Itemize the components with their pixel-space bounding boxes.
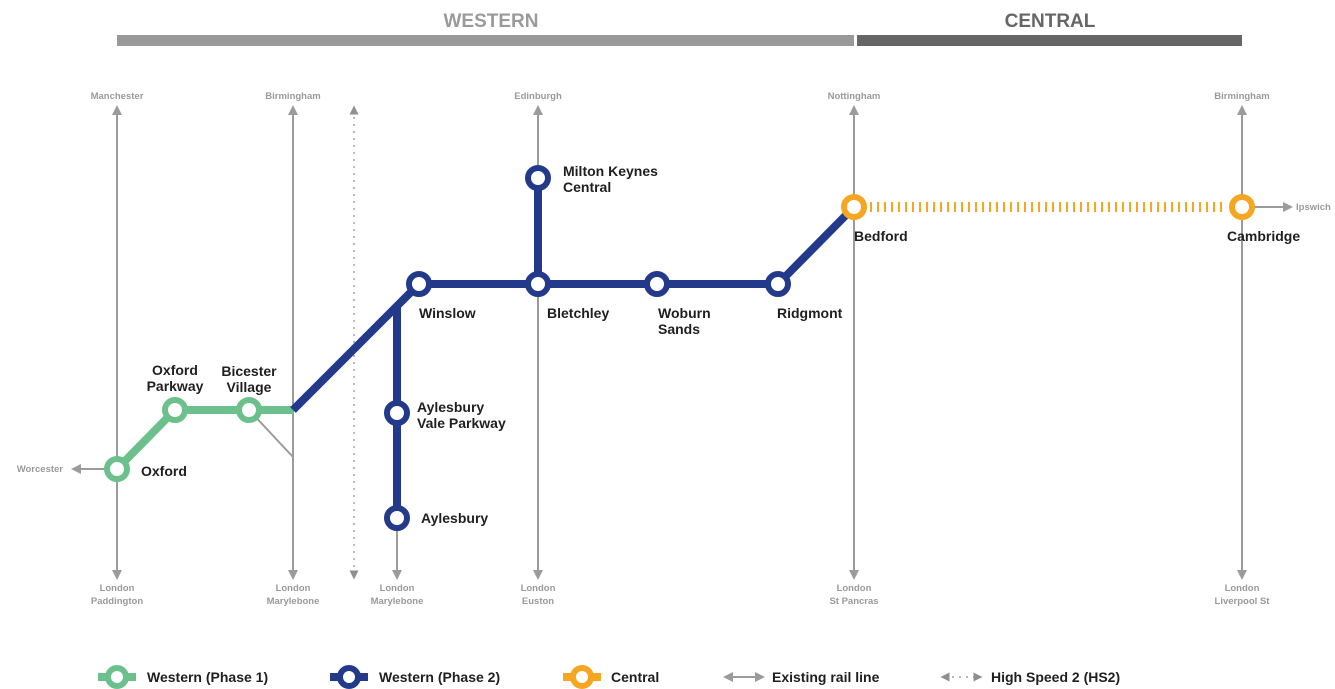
station-label-aylesbury-vale-parkway-2: Vale Parkway (417, 415, 506, 431)
existing-rail-lines (71, 105, 1293, 580)
station-label-cambridge: Cambridge (1227, 228, 1300, 244)
station-marker-oxford-parkway[interactable] (162, 397, 188, 423)
station-marker-oxford[interactable] (104, 456, 130, 482)
legend-item-western-phase1: Western (Phase 1) (98, 665, 268, 689)
station-labels: Oxford Oxford Parkway Bicester Village W… (141, 163, 1300, 526)
label-london-st-pancras-1: London (837, 583, 872, 594)
legend-label-existing-rail: Existing rail line (772, 669, 880, 685)
station-marker-cambridge[interactable] (1229, 194, 1255, 220)
section-bar-central (857, 35, 1242, 46)
label-london-marylebone-b2: Marylebone (371, 596, 424, 607)
station-label-bedford: Bedford (854, 228, 908, 244)
station-label-aylesbury: Aylesbury (421, 510, 488, 526)
legend-item-existing-rail: Existing rail line (723, 669, 880, 685)
label-edinburgh: Edinburgh (514, 91, 562, 102)
section-bar-western (117, 35, 854, 46)
legend-label-western-phase1: Western (Phase 1) (147, 669, 268, 685)
station-marker-aylesbury-vale-parkway[interactable] (384, 400, 410, 426)
label-london-paddington-1: London (100, 583, 135, 594)
station-label-woburn-sands-1: Woburn (658, 305, 711, 321)
legend-swatch-circle (570, 665, 594, 689)
legend-item-hs2: High Speed 2 (HS2) (940, 669, 1120, 685)
legend-swatch-circle (337, 665, 361, 689)
western-phase1-line (114, 406, 293, 472)
legend: Western (Phase 1) Western (Phase 2) Cent… (98, 665, 1120, 689)
station-label-woburn-sands-2: Sands (658, 321, 700, 337)
label-london-marylebone-b1: London (380, 583, 415, 594)
station-label-milton-keynes-central-2: Central (563, 179, 611, 195)
existing-line-labels: Manchester London Paddington Birmingham … (17, 91, 1331, 607)
legend-swatch-circle (105, 665, 129, 689)
station-label-oxford-parkway-1: Oxford (152, 362, 198, 378)
legend-label-hs2: High Speed 2 (HS2) (991, 669, 1120, 685)
label-london-st-pancras-2: St Pancras (829, 596, 878, 607)
label-london-liverpool-st-1: London (1225, 583, 1260, 594)
legend-label-western-phase2: Western (Phase 2) (379, 669, 500, 685)
label-birmingham-east: Birmingham (1214, 91, 1269, 102)
station-marker-aylesbury[interactable] (384, 505, 410, 531)
western-phase2-lines (290, 178, 857, 518)
label-birmingham-west: Birmingham (265, 91, 320, 102)
label-ipswich: Ipswich (1296, 202, 1331, 213)
label-london-euston-2: Euston (522, 596, 554, 607)
label-london-euston-1: London (521, 583, 556, 594)
western-phase2-main (290, 204, 857, 413)
station-marker-milton-keynes-central[interactable] (525, 165, 551, 191)
label-nottingham: Nottingham (828, 91, 881, 102)
station-marker-bletchley[interactable] (525, 271, 551, 297)
station-label-bletchley: Bletchley (547, 305, 609, 321)
station-markers (104, 165, 1255, 531)
section-header-western: WESTERN (117, 11, 854, 46)
label-manchester: Manchester (91, 91, 144, 102)
station-label-aylesbury-vale-parkway-1: Aylesbury (417, 399, 484, 415)
section-header-central: CENTRAL (857, 11, 1242, 46)
station-label-bicester-village-1: Bicester (221, 363, 277, 379)
label-london-marylebone-a2: Marylebone (267, 596, 320, 607)
station-marker-winslow[interactable] (406, 271, 432, 297)
legend-item-western-phase2: Western (Phase 2) (330, 665, 500, 689)
station-label-milton-keynes-central-1: Milton Keynes (563, 163, 658, 179)
station-label-oxford: Oxford (141, 463, 187, 479)
station-marker-woburn-sands[interactable] (644, 271, 670, 297)
station-label-oxford-parkway-2: Parkway (147, 378, 204, 394)
station-label-ridgmont: Ridgmont (777, 305, 843, 321)
label-worcester: Worcester (17, 464, 64, 475)
station-label-winslow: Winslow (419, 305, 476, 321)
legend-item-central: Central (563, 665, 659, 689)
label-london-liverpool-st-2: Liverpool St (1215, 596, 1271, 607)
station-marker-ridgmont[interactable] (765, 271, 791, 297)
station-marker-bicester-village[interactable] (236, 397, 262, 423)
section-label-western: WESTERN (444, 11, 539, 32)
station-marker-bedford[interactable] (841, 194, 867, 220)
station-label-bicester-village-2: Village (227, 379, 272, 395)
label-london-marylebone-a1: London (276, 583, 311, 594)
section-label-central: CENTRAL (1005, 11, 1096, 32)
legend-label-central: Central (611, 669, 659, 685)
label-london-paddington-2: Paddington (91, 596, 143, 607)
